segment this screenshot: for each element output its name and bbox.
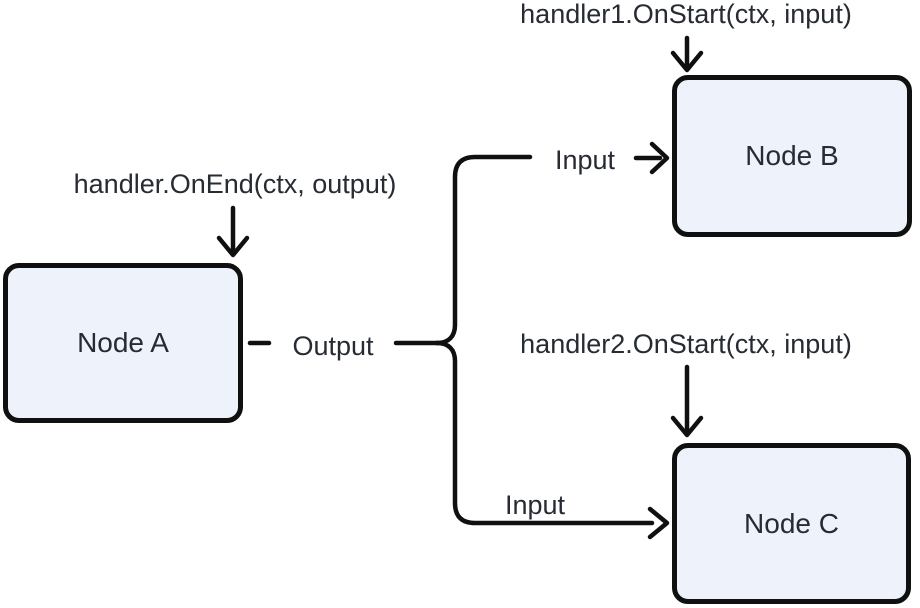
branch-lower-connector: [434, 340, 655, 526]
node-c: Node C: [672, 443, 911, 604]
onstart1-down-arrow: [670, 35, 704, 73]
annotation-on-start-1: handler1.OnStart(ctx, input): [520, 0, 852, 29]
annotation-on-start-2: handler2.OnStart(ctx, input): [520, 329, 852, 359]
branch-upper-connector: [434, 154, 533, 346]
input-b-arrow: [633, 141, 670, 175]
onstart2-down-arrow: [670, 364, 704, 438]
node-a: Node A: [3, 263, 243, 423]
edge-label-output: Output: [292, 331, 374, 361]
node-a-label: Node A: [77, 327, 169, 358]
node-b-label: Node B: [745, 140, 839, 171]
edge-label-input-c: Input: [504, 490, 566, 520]
input-c-arrowhead: [647, 506, 670, 540]
onend-down-arrow: [216, 205, 250, 258]
node-c-label: Node C: [744, 507, 839, 539]
edge-label-input-b: Input: [554, 145, 616, 175]
node-b: Node B: [672, 75, 912, 237]
annotation-on-end: handler.OnEnd(ctx, output): [73, 169, 397, 199]
